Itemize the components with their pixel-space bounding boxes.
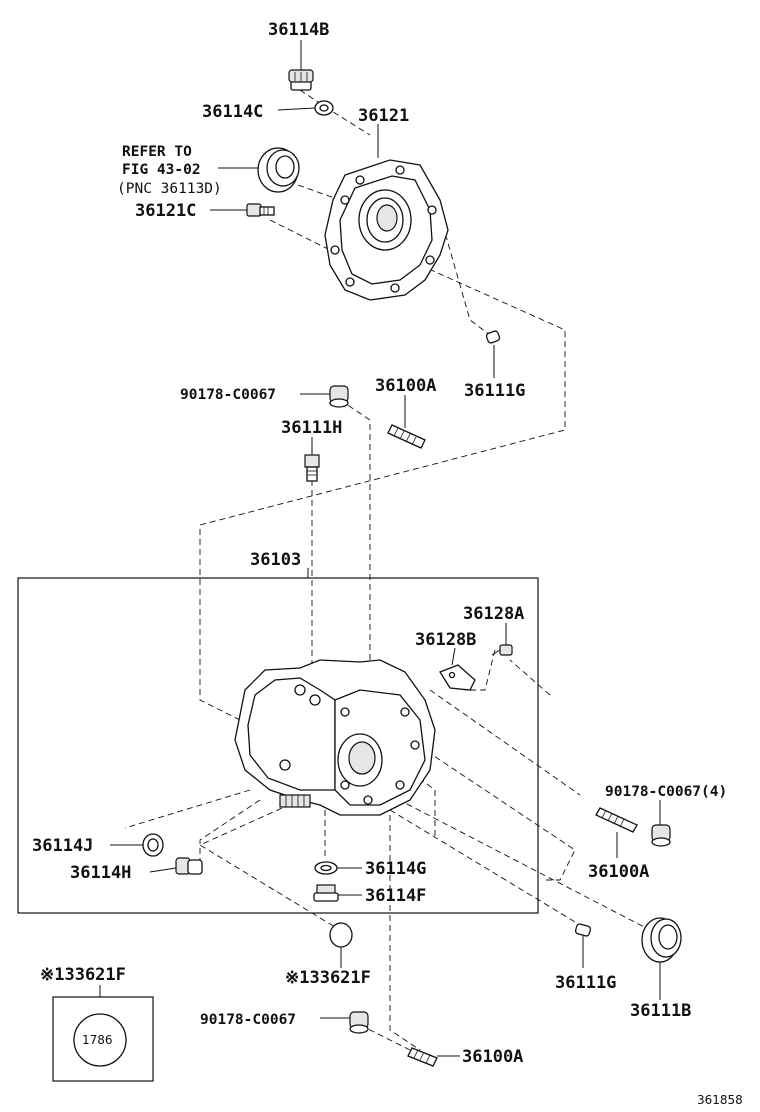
label-36111g-top: 36111G (464, 381, 525, 401)
case-assembly-box (17, 577, 539, 914)
label-36114h: 36114H (70, 863, 131, 883)
label-33621f-mid: ※133621F (285, 968, 371, 988)
nut-90178-right-icon (651, 824, 671, 847)
label-33621f-left: ※133621F (40, 965, 126, 985)
label-36114b-top: 36114B (268, 20, 329, 40)
dowel-pin-36111g-bottom-icon (574, 923, 592, 937)
plug-33621f-mid-icon (329, 922, 353, 948)
label-36121: 36121 (358, 106, 409, 126)
sensor-36111h-icon (304, 454, 320, 482)
nut-90178-bottom-icon (349, 1011, 369, 1034)
bracket-36128b-icon (439, 664, 476, 691)
label-refer-to: REFER TO (122, 144, 192, 160)
plug-33621f-box (52, 996, 154, 1082)
label-36114j: 36114J (32, 836, 93, 856)
label-36100a-bottom: 36100A (462, 1047, 523, 1067)
label-90178-right: 90178-C0067(4) (605, 784, 727, 800)
gasket-36114c-icon (314, 100, 334, 116)
gasket-36114g-icon (314, 861, 338, 875)
gasket-36114j-icon (142, 833, 164, 857)
plug-36114f-icon (313, 884, 339, 902)
label-36128a: 36128A (463, 604, 524, 624)
label-36103: 36103 (250, 550, 301, 570)
stud-bolt-36100a-top-icon (387, 424, 426, 449)
oil-seal-36111b-icon (641, 917, 682, 963)
label-36114g: 36114G (365, 859, 426, 879)
label-36121c: 36121C (135, 201, 196, 221)
assembly-dashed-lines (124, 89, 651, 1051)
dowel-pin-36111g-top-icon (485, 330, 501, 344)
label-36114c: 36114C (202, 102, 263, 122)
transfer-case-36103-icon (234, 659, 436, 816)
label-36100a-top: 36100A (375, 376, 436, 396)
stud-bolt-36100a-bottom-icon (407, 1047, 438, 1067)
plug-36114h-icon (175, 857, 203, 875)
stud-bolt-36100a-right-icon (595, 807, 638, 833)
label-90178-mid: 90178-C0067 (180, 387, 276, 403)
plug-33621f-left-icon (73, 1013, 127, 1067)
oil-seal-icon (257, 147, 300, 193)
bolt-36121c-icon (246, 203, 275, 217)
extension-housing-36121-icon (324, 159, 449, 301)
figure-code: 361858 (697, 1093, 743, 1107)
label-36114f: 36114F (365, 886, 426, 906)
label-90178-bottom: 90178-C0067 (200, 1012, 296, 1028)
nut-90178-mid-icon (329, 385, 349, 408)
label-pnc-36113d: (PNC 36113D) (117, 181, 222, 197)
label-36111h: 36111H (281, 418, 342, 438)
label-36111g-bottom: 36111G (555, 973, 616, 993)
label-36128b: 36128B (415, 630, 476, 650)
label-36111b: 36111B (630, 1001, 691, 1021)
drain-plug-36114b-icon (288, 69, 314, 91)
leader-lines (99, 40, 661, 1057)
label-fig-43-02: FIG 43-02 (122, 162, 201, 178)
label-36100a-right: 36100A (588, 862, 649, 882)
plug-marking-text: 1786 (82, 1033, 113, 1047)
